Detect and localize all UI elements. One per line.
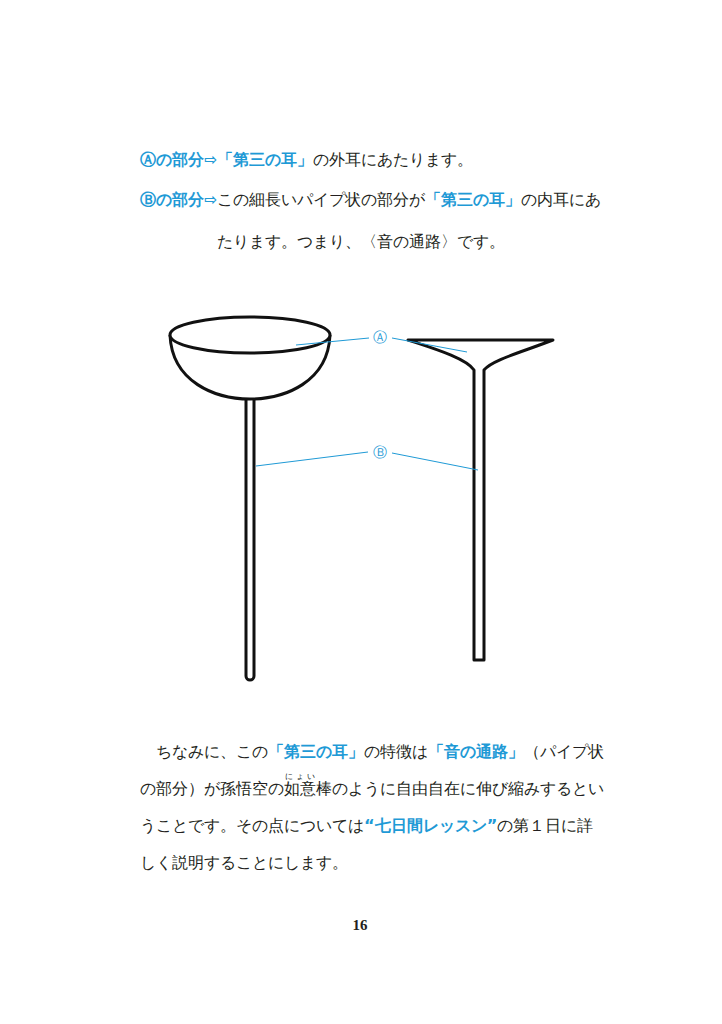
- body-paragraph: ちなみに、この「第三の耳」の特徴は「音の通路」（パイプ状の部分）が孫悟空の如意に…: [140, 733, 608, 881]
- text-run: 「第三の耳」: [217, 151, 313, 169]
- text-run: 「第三の耳」: [268, 742, 364, 761]
- leader-line: [392, 453, 478, 470]
- text-run: 「第三の耳」: [425, 191, 521, 209]
- line-head: Ⓑの部分⇨: [140, 191, 217, 209]
- callout-letter: Ⓑ: [372, 444, 388, 460]
- text-run: この細長いパイプ状の部分が: [217, 191, 425, 209]
- pipe-stem: [246, 396, 254, 680]
- text-run: の外耳にあたります。: [313, 151, 473, 169]
- page-number: 16: [353, 917, 368, 933]
- text-run: ちなみに、この: [156, 742, 268, 761]
- ruby-base: 如意: [284, 779, 316, 798]
- line-body: この細長いパイプ状の部分が「第三の耳」の内耳にあたります。つまり、〈音の通路〉で…: [217, 191, 601, 251]
- callout-letter: Ⓐ: [372, 329, 388, 345]
- leader-line: [392, 338, 467, 352]
- funnel: [408, 340, 553, 660]
- ruby-group: 如意にょい: [284, 779, 316, 798]
- text-run: Ⓐの部分⇨: [140, 151, 217, 169]
- leader-line: [256, 452, 368, 466]
- text-run: “七日間レッスン”: [364, 816, 497, 835]
- bowl-rim: [170, 317, 330, 353]
- text-line: Ⓐの部分⇨「第三の耳」の外耳にあたります。: [140, 146, 610, 174]
- text-line: Ⓑの部分⇨この細長いパイプ状の部分が「第三の耳」の内耳にあたります。つまり、〈音…: [140, 179, 610, 263]
- text-run: 「音の通路」: [428, 742, 524, 761]
- text-run: Ⓑの部分⇨: [140, 191, 217, 209]
- page-number-box: 16: [330, 914, 390, 936]
- text-run: の特徴は: [364, 742, 428, 761]
- leader-line: [296, 338, 369, 345]
